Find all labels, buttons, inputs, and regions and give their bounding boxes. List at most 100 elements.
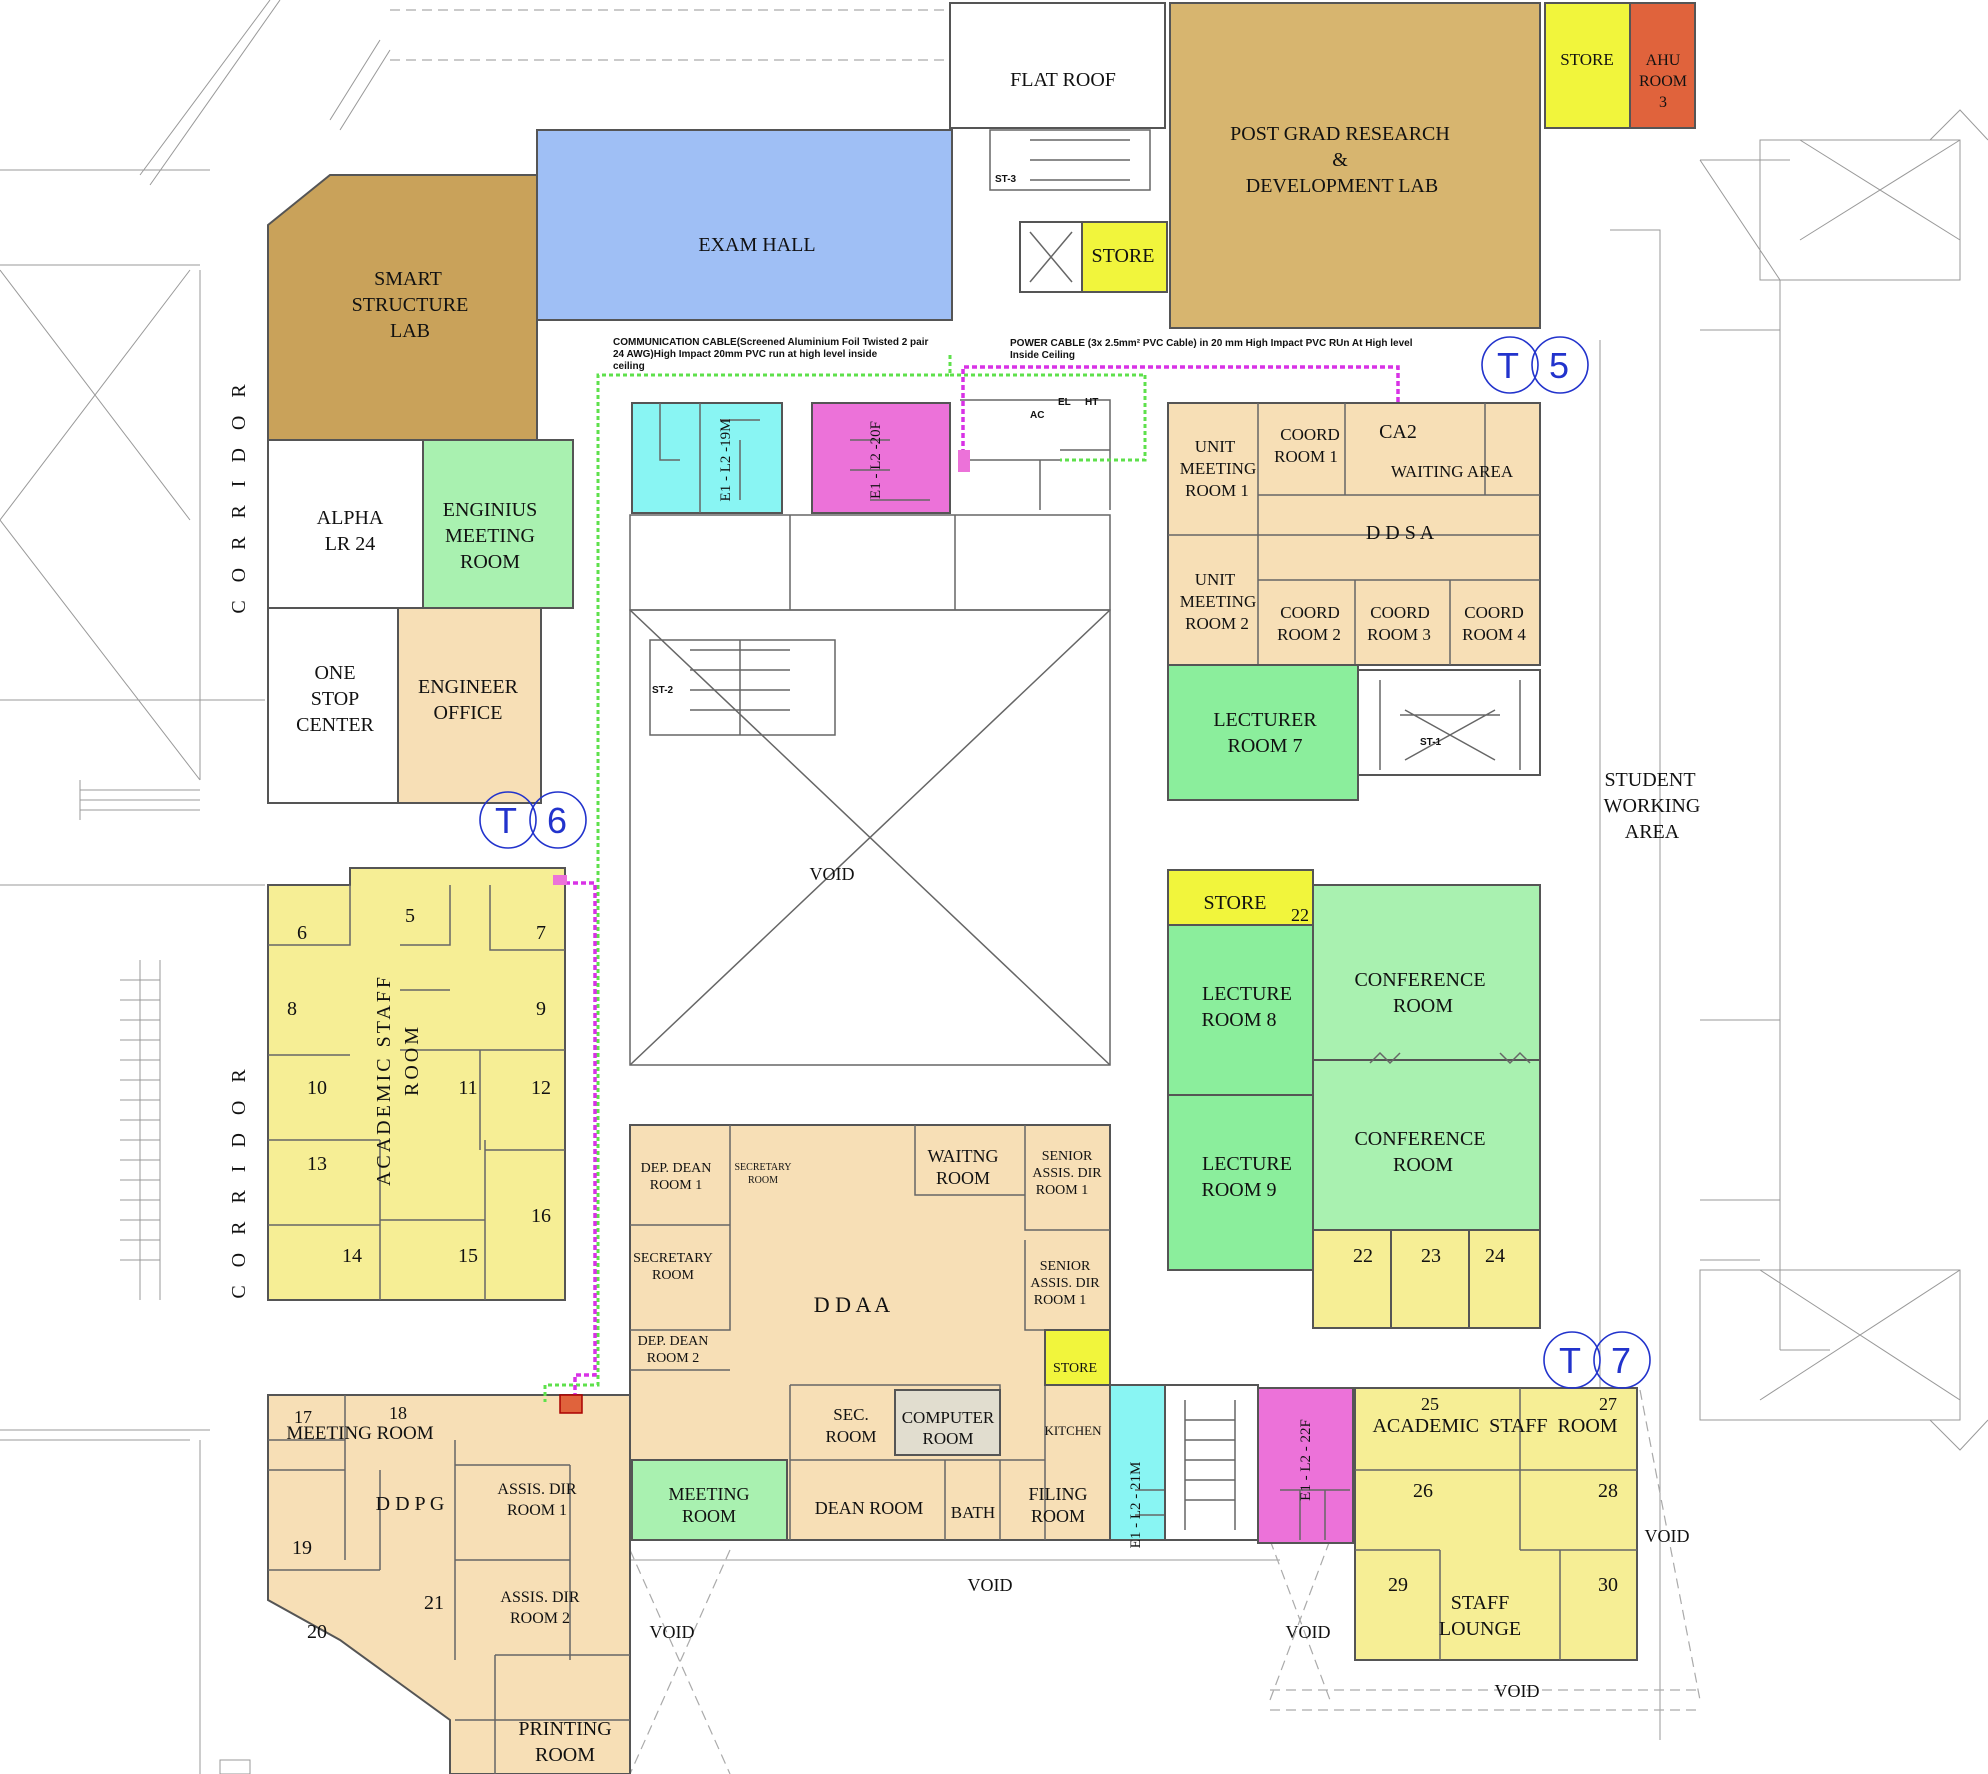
room-24[interactable] xyxy=(1468,1229,1541,1329)
room-lecture-9[interactable] xyxy=(1167,1094,1314,1271)
room-alpha-lr24[interactable] xyxy=(267,439,424,609)
label-printing-2: ROOM xyxy=(535,1744,595,1766)
label-meeting-1: MEETING xyxy=(669,1484,750,1504)
label-senior2-1: SENIOR xyxy=(1040,1259,1091,1274)
room-one-stop-center[interactable] xyxy=(267,607,399,804)
label-corridor-top: CORRIDOR xyxy=(228,366,250,613)
label-alpha-1: ALPHA xyxy=(317,507,384,529)
label-waiting-area: WAITING AREA xyxy=(1391,462,1514,481)
label-toilet-19m: E1 - L2 -19M xyxy=(718,419,734,502)
label-flat-roof: FLAT ROOF xyxy=(1010,69,1116,91)
t5-number: 5 xyxy=(1549,345,1569,386)
label-kitchen: KITCHEN xyxy=(1044,1423,1102,1438)
room-ddsa[interactable] xyxy=(1167,402,1541,666)
label-13: 13 xyxy=(307,1153,327,1175)
room-flat-roof[interactable] xyxy=(949,2,1166,129)
stair-st3-label: ST-3 xyxy=(995,174,1017,185)
room-meeting[interactable] xyxy=(631,1459,788,1541)
label-11: 11 xyxy=(458,1077,477,1099)
label-coord4-2: ROOM 4 xyxy=(1462,625,1526,644)
room-lecture-8[interactable] xyxy=(1167,924,1314,1096)
label-lecturer7-2: ROOM 7 xyxy=(1227,735,1302,757)
room-toilet-19m[interactable] xyxy=(631,402,783,514)
power-cable-route xyxy=(565,365,1400,1400)
label-coord2-2: ROOM 2 xyxy=(1277,625,1341,644)
label-depdean1-2: ROOM 1 xyxy=(650,1178,703,1193)
label-ddaa: D D A A xyxy=(814,1292,891,1317)
rooms xyxy=(267,2,1696,1774)
label-smart-2: STRUCTURE xyxy=(352,294,469,316)
label-void-c: VOID xyxy=(1286,1622,1331,1642)
power-cable-note-1: POWER CABLE (3x 2.5mm² PVC Cable) in 20 … xyxy=(1010,338,1413,349)
room-engineer-office[interactable] xyxy=(397,607,542,804)
room-23[interactable] xyxy=(1390,1229,1470,1329)
label-staff-1: STAFF xyxy=(1451,1592,1509,1614)
label-engineer-1: ENGINEER xyxy=(418,676,519,698)
room-toilet-21m[interactable] xyxy=(1109,1384,1166,1541)
room-toilet-20f[interactable] xyxy=(811,402,951,514)
label-5: 5 xyxy=(405,905,415,927)
label-void-a: VOID xyxy=(968,1575,1013,1595)
label-ddpg: D D P G xyxy=(376,1493,445,1515)
t-markers: T 5 T 6 T 7 xyxy=(479,336,1651,1389)
label-conf1-1: CONFERENCE xyxy=(1354,969,1485,991)
label-16: 16 xyxy=(531,1205,551,1227)
room-conference-2[interactable] xyxy=(1312,1059,1541,1231)
room-22[interactable] xyxy=(1312,1229,1392,1329)
label-18: 18 xyxy=(389,1403,407,1423)
t5-letter: T xyxy=(1497,345,1519,386)
room-academic-staff-right[interactable] xyxy=(1354,1387,1638,1661)
label-coord2-1: COORD xyxy=(1280,603,1340,622)
label-sec-2: ROOM xyxy=(825,1427,876,1446)
comm-cable-note-1: COMMUNICATION CABLE(Screened Aluminium F… xyxy=(613,337,928,348)
label-15: 15 xyxy=(458,1245,478,1267)
panel-ac: AC xyxy=(1030,410,1044,421)
label-secretary1-2: ROOM xyxy=(748,1175,778,1186)
room-store-22[interactable] xyxy=(1167,869,1314,926)
room-computer[interactable] xyxy=(894,1389,1001,1456)
label-secretary1-1: SECRETARY xyxy=(735,1162,792,1173)
room-postgrad-lab[interactable] xyxy=(1169,2,1541,329)
label-store-mid: STORE xyxy=(1092,245,1155,267)
cable-annotations: COMMUNICATION CABLE(Screened Aluminium F… xyxy=(613,174,1442,748)
room-exam-hall[interactable] xyxy=(536,129,953,321)
label-store-top: STORE xyxy=(1560,50,1614,69)
label-unit2-3: ROOM 2 xyxy=(1185,614,1249,633)
communication-cable-route xyxy=(543,355,1147,1402)
room-enginius-meeting[interactable] xyxy=(422,439,574,609)
label-unit1-2: MEETING xyxy=(1180,459,1256,478)
room-store-mid[interactable] xyxy=(1081,221,1168,293)
label-29: 29 xyxy=(1388,1574,1408,1596)
label-printing-1: PRINTING xyxy=(518,1718,611,1740)
label-staff-2: LOUNGE xyxy=(1439,1618,1521,1640)
label-8: 8 xyxy=(287,998,297,1020)
label-lecture8-1: LECTURE xyxy=(1202,983,1292,1005)
room-toilet-22f[interactable] xyxy=(1257,1387,1354,1544)
label-10: 10 xyxy=(307,1077,327,1099)
label-assis2-1: ASSIS. DIR xyxy=(500,1589,579,1606)
label-unit2-1: UNIT xyxy=(1195,570,1236,589)
label-secretary2-1: SECRETARY xyxy=(633,1251,713,1266)
t6-number: 6 xyxy=(547,800,567,841)
label-exam-hall: EXAM HALL xyxy=(698,234,815,256)
panel-ht: HT xyxy=(1085,397,1098,408)
db-box xyxy=(559,1394,583,1414)
room-ahu-3[interactable] xyxy=(1629,2,1696,129)
room-store-top[interactable] xyxy=(1544,2,1631,129)
central-void-area xyxy=(629,129,1151,1066)
room-store-small[interactable] xyxy=(1044,1329,1111,1386)
label-assis2-2: ROOM 2 xyxy=(510,1610,570,1627)
label-senior1-2: ASSIS. DIR xyxy=(1032,1166,1102,1181)
label-lecture8-2: ROOM 8 xyxy=(1201,1009,1276,1031)
label-unit1-3: ROOM 1 xyxy=(1185,481,1249,500)
label-smart-1: SMART xyxy=(374,268,442,290)
room-conference-1[interactable] xyxy=(1312,884,1541,1061)
label-21: 21 xyxy=(424,1592,444,1614)
room-smart-structure-lab[interactable] xyxy=(267,174,538,441)
label-enginius-3: ROOM xyxy=(460,551,520,573)
label-toilet-21m: E1 - L2 - 21M xyxy=(1128,1462,1144,1549)
room-lecturer-7[interactable] xyxy=(1167,664,1359,801)
label-6: 6 xyxy=(297,922,307,944)
label-22: 22 xyxy=(1353,1245,1373,1267)
